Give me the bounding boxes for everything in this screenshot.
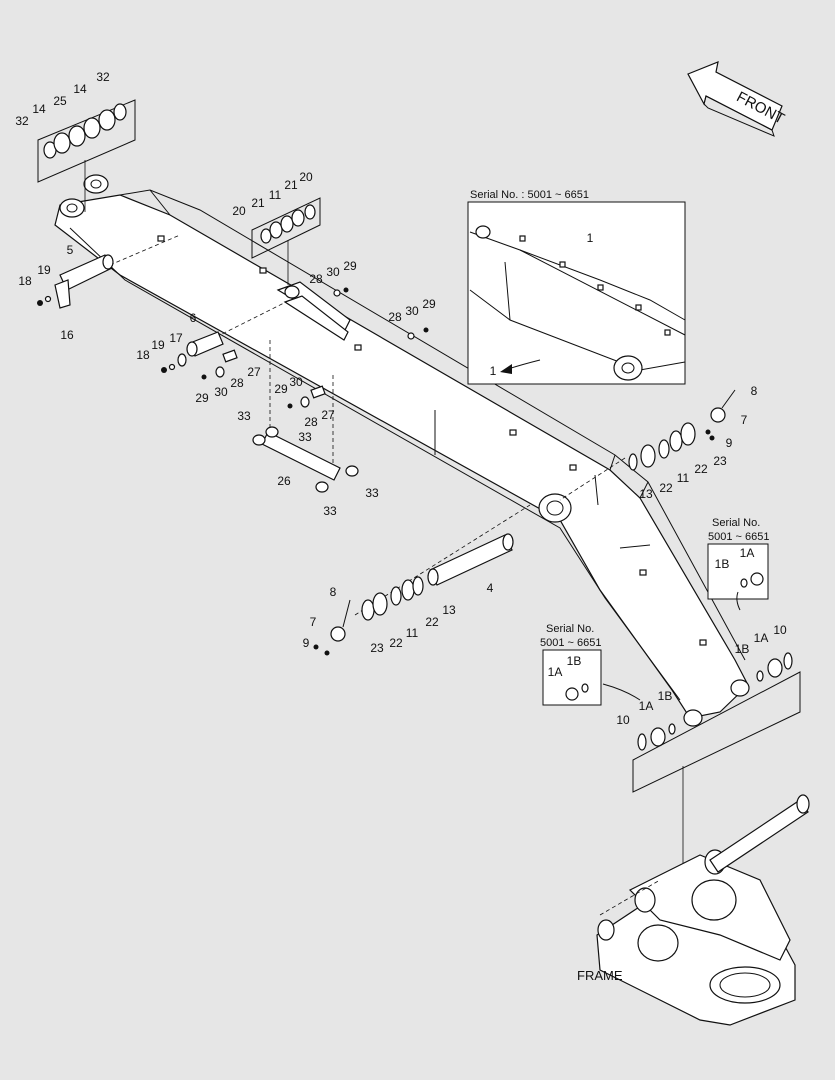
label-cap-33a: 33 <box>237 409 251 423</box>
label-upper-shim-20a: 20 <box>232 204 246 218</box>
label-left-7: 7 <box>310 615 317 629</box>
label-upper-shim-21a: 21 <box>251 196 265 210</box>
label-box-l-1B: 1B <box>567 654 582 668</box>
label-left-9: 9 <box>303 636 310 650</box>
bushing-box-right-serial-line1: Serial No. <box>712 517 760 529</box>
label-top-shim-32b: 32 <box>96 70 110 84</box>
label-box-r-1B: 1B <box>715 557 730 571</box>
label-left-22b: 22 <box>425 615 439 629</box>
label-tip-plate: 16 <box>60 328 74 342</box>
label-upper-shim-21b: 21 <box>284 178 298 192</box>
label-upper-shim-20b: 20 <box>299 170 313 184</box>
label-bolt-18b: 18 <box>136 348 150 362</box>
label-right-22b: 22 <box>694 462 708 476</box>
label-foot-l-1B: 1B <box>658 689 673 703</box>
label-boom-pin: 4 <box>487 581 494 595</box>
label-foot-l-10: 10 <box>616 713 630 727</box>
label-foot-r-1B: 1B <box>735 642 750 656</box>
label-washer-30a: 30 <box>214 385 228 399</box>
label-right-7: 7 <box>741 413 748 427</box>
label-bolt-29b: 29 <box>274 382 288 396</box>
bushing-box-right: Serial No. 5001 ~ 6651 <box>707 517 769 611</box>
label-washer-19b: 19 <box>151 338 165 352</box>
upper-bolts <box>333 287 429 340</box>
label-foot-r-1A: 1A <box>754 631 769 645</box>
frame <box>596 794 810 1026</box>
label-link-26: 26 <box>277 474 291 488</box>
label-left-8: 8 <box>330 585 337 599</box>
label-box-r-1A: 1A <box>740 546 755 560</box>
label-top-shim-14a: 14 <box>32 102 46 116</box>
top-shim-stack <box>37 99 136 212</box>
label-upper-30a: 30 <box>326 265 340 279</box>
label-upper-28a: 28 <box>309 272 323 286</box>
label-top-shim-14b: 14 <box>73 82 87 96</box>
bushing-box-left: Serial No. 5001 ~ 6651 <box>540 623 641 706</box>
label-top-shim-32a: 32 <box>15 114 29 128</box>
part-labels: 32 14 25 14 32 20 21 11 21 20 1 1 4 5 18… <box>15 70 787 983</box>
label-tip-washer: 19 <box>37 263 51 277</box>
label-upper-29a: 29 <box>343 259 357 273</box>
boom-pin-4 <box>427 533 514 586</box>
left-pivot-hardware <box>313 576 424 656</box>
label-bolt-29a: 29 <box>195 391 209 405</box>
label-foot-r-10: 10 <box>773 623 787 637</box>
tip-pin <box>37 254 114 309</box>
bushing-box-left-serial-line1: Serial No. <box>546 623 594 635</box>
label-right-8: 8 <box>751 384 758 398</box>
label-cap-33b: 33 <box>298 430 312 444</box>
label-left-11: 11 <box>406 626 419 640</box>
label-right-22a: 22 <box>659 481 673 495</box>
bushing-box-right-serial-line2: 5001 ~ 6651 <box>708 531 769 543</box>
foot-bushings <box>637 652 793 751</box>
pin-6-assembly <box>161 331 238 380</box>
label-bush-27a: 27 <box>247 365 261 379</box>
label-upper-30b: 30 <box>405 304 419 318</box>
label-right-13: 13 <box>639 487 653 501</box>
label-washer-30b: 30 <box>289 375 303 389</box>
label-plate-17: 17 <box>169 331 183 345</box>
label-tip-bolt: 18 <box>18 274 32 288</box>
label-left-23: 23 <box>370 641 384 655</box>
label-cap-33d: 33 <box>323 504 337 518</box>
front-arrow: FRONT <box>687 61 787 137</box>
label-pin-6: 6 <box>190 311 197 325</box>
label-foot-l-1A: 1A <box>639 699 654 713</box>
label-tip-pin: 5 <box>67 243 74 257</box>
label-boom: 1 <box>490 364 497 378</box>
label-box-l-1A: 1A <box>548 665 563 679</box>
upper-shim-stack <box>251 197 321 285</box>
label-upper-28b: 28 <box>388 310 402 324</box>
label-left-22a: 22 <box>389 636 403 650</box>
detail-view: Serial No. : 5001 ~ 6651 <box>467 189 686 385</box>
label-right-9: 9 <box>726 436 733 450</box>
frame-label: FRAME <box>577 968 623 983</box>
label-bush-28b: 28 <box>304 415 318 429</box>
link-26 <box>252 426 359 493</box>
boom <box>54 174 750 727</box>
label-left-13: 13 <box>442 603 456 617</box>
label-bush-27b: 27 <box>321 408 335 422</box>
label-bush-28a: 28 <box>230 376 244 390</box>
bushing-box-left-serial-line2: 5001 ~ 6651 <box>540 637 601 649</box>
label-right-11: 11 <box>677 471 690 485</box>
label-right-23: 23 <box>713 454 727 468</box>
right-pivot-hardware <box>628 389 736 471</box>
label-upper-shim-11: 11 <box>269 188 282 202</box>
detail-view-serial: Serial No. : 5001 ~ 6651 <box>470 189 589 201</box>
bushing-27-assembly <box>287 385 326 409</box>
label-detail-boom: 1 <box>587 231 594 245</box>
label-top-shim-25: 25 <box>53 94 67 108</box>
label-upper-29b: 29 <box>422 297 436 311</box>
label-cap-33c: 33 <box>365 486 379 500</box>
